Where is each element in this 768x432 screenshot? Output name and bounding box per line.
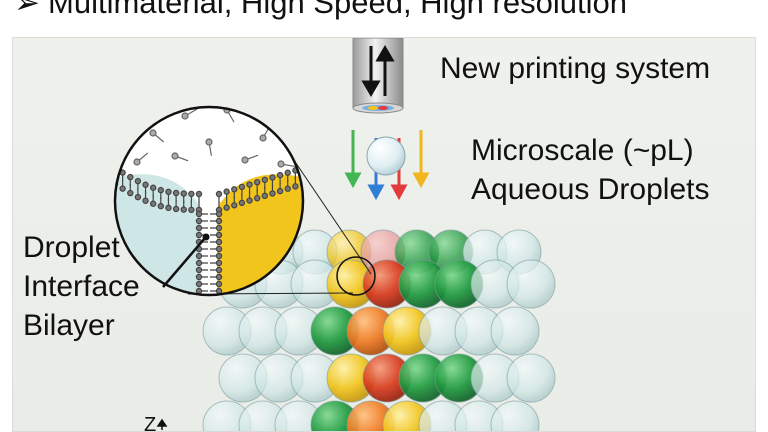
droplet bbox=[506, 353, 556, 403]
axis-z-label: Z bbox=[144, 414, 157, 432]
droplet-type-label: Aqueous Droplets bbox=[471, 173, 710, 206]
droplet bbox=[490, 306, 540, 356]
up-down-arrow-icon bbox=[361, 45, 395, 97]
printing-system-label: New printing system bbox=[440, 52, 711, 85]
bullet-arrow-icon: ➢ bbox=[14, 0, 40, 20]
zoom-target-circle bbox=[336, 256, 376, 296]
figure-panel: New printing system Microscale (~pL) Aqu… bbox=[12, 37, 756, 432]
dib-label-line2: Interface bbox=[23, 270, 140, 303]
printing-diagram bbox=[113, 38, 556, 431]
dib-label-line3: Bilayer bbox=[23, 309, 115, 342]
droplet bbox=[490, 400, 540, 431]
printer-nozzle-icon bbox=[352, 38, 404, 114]
droplet-size-label: Microscale (~pL) bbox=[471, 134, 694, 167]
bilayer-pointer-line bbox=[162, 237, 206, 288]
aqueous-droplet bbox=[366, 136, 406, 176]
dib-label-line1: Droplet bbox=[23, 231, 120, 264]
droplet bbox=[506, 259, 556, 309]
header: ➢ Multimaterial, High Speed, High resolu… bbox=[0, 0, 768, 36]
header-title: Multimaterial, High Speed, High resoluti… bbox=[48, 0, 627, 20]
axis-indicator bbox=[156, 418, 168, 430]
